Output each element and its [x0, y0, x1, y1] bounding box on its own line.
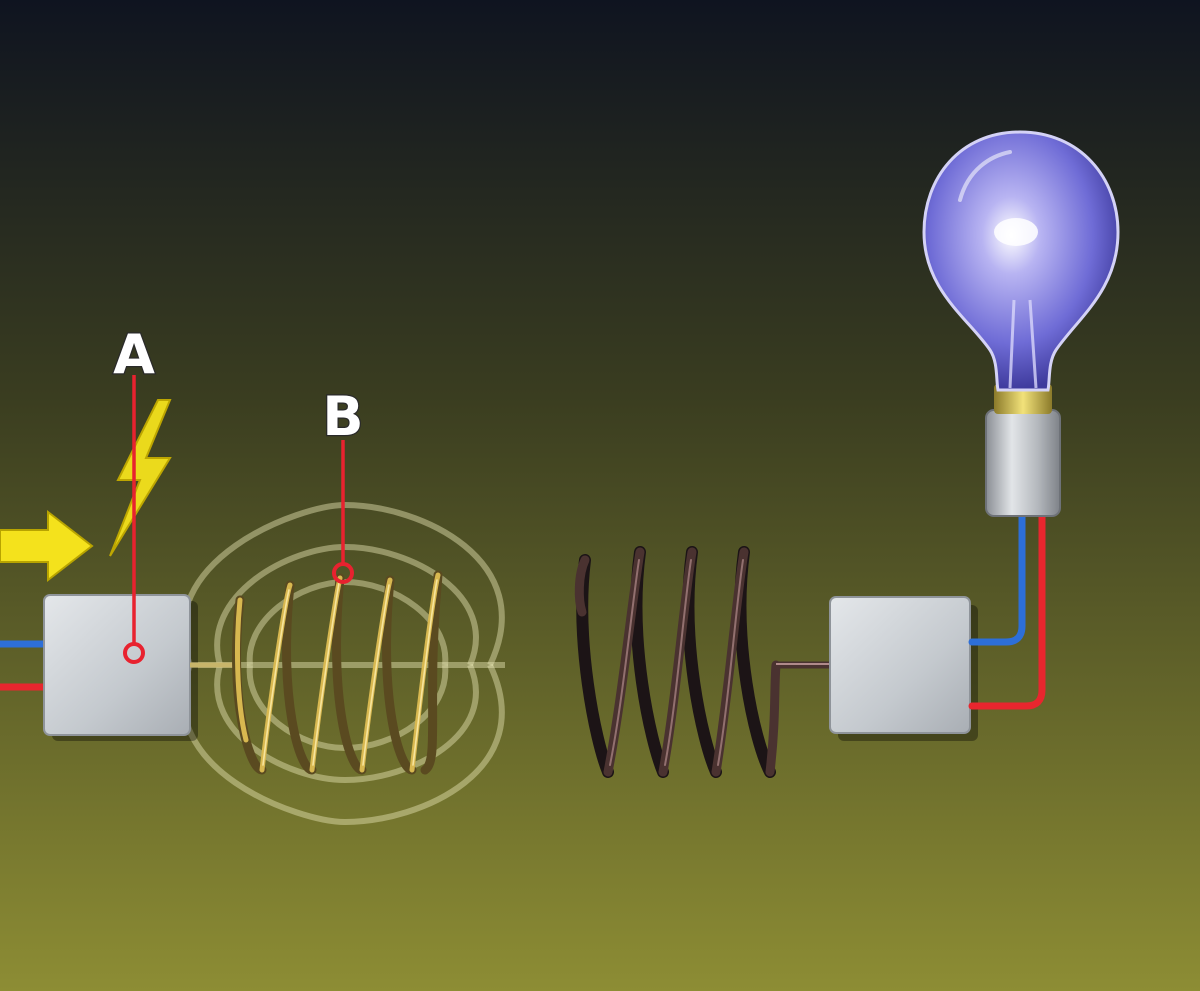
label-b-pointer [332, 440, 354, 584]
transmitter-box [43, 594, 198, 741]
receiver-lead-wire [776, 661, 830, 669]
arrow-right-icon [0, 509, 94, 583]
light-bulb-icon [922, 130, 1120, 517]
label-b: B [322, 385, 363, 448]
lightning-bolt-icon [109, 399, 172, 557]
receiver-box [829, 596, 978, 741]
input-wires [0, 640, 48, 691]
receiver-coil [574, 546, 781, 778]
label-a: A [113, 323, 155, 386]
label-a-pointer [123, 375, 145, 664]
output-wires [968, 510, 1046, 710]
transmitter-coil [232, 570, 443, 775]
